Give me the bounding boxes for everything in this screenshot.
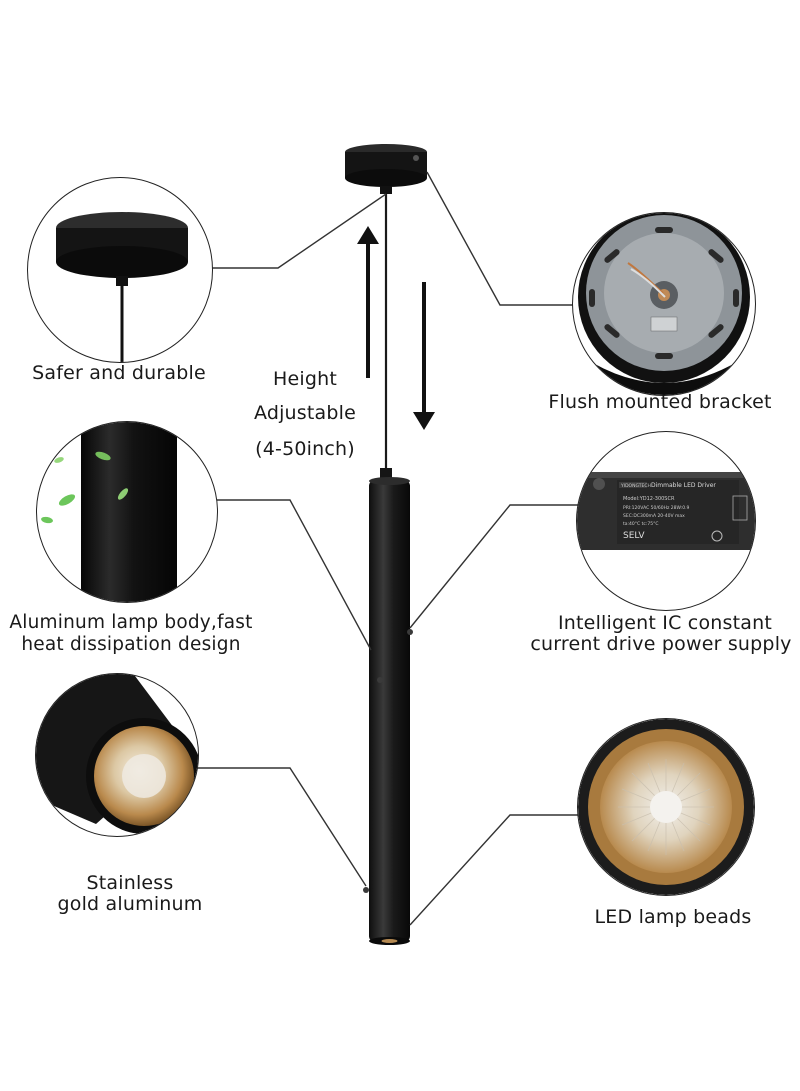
driver-title: Dimmable LED Driver [651, 482, 716, 489]
label-ic-line2: current drive power supply [530, 633, 792, 655]
driver-spec1: PRI:120VAC 50/60Hz 28W:0.9 [623, 505, 690, 511]
label-aluminum-line2: heat dissipation design [21, 634, 241, 655]
height-line1: Height [272, 368, 337, 390]
driver-spec2: SEC:DC300mA 20-40V max [623, 513, 685, 519]
canopy-closeup-image [56, 212, 188, 362]
connector-body-right [409, 504, 578, 629]
height-line3: (4-50inch) [255, 438, 355, 460]
gold-end-closeup-image [36, 674, 198, 834]
label-flush-bracket: Flush mounted bracket [548, 391, 772, 413]
height-arrows [357, 226, 435, 430]
label-led-beads: LED lamp beads [594, 906, 752, 928]
label-ic-line1: Intelligent IC constant [557, 612, 772, 634]
body-closeup-image [41, 422, 177, 602]
detail-led-circle [577, 718, 755, 896]
label-stainless-line2: gold aluminum [57, 893, 203, 915]
connector-bottom-right [409, 814, 578, 926]
driver-closeup-image: YIDONGTECH Dimmable LED Driver Model:YD1… [577, 472, 755, 550]
label-safer-durable: Safer and durable [32, 362, 206, 384]
connector-bottom-left [197, 767, 367, 887]
driver-selv: SELV [623, 531, 645, 541]
detail-bracket-circle [572, 212, 756, 396]
height-line2: Adjustable [253, 402, 357, 424]
connector-canopy-right [426, 171, 575, 306]
detail-gold-end-circle [35, 673, 199, 837]
led-closeup-image [578, 719, 754, 895]
label-aluminum-line1: Aluminum lamp body,fast [9, 612, 253, 633]
driver-spec3: ta:40°C tc:75°C [623, 521, 658, 527]
driver-model: Model:YD12-300SCR [623, 496, 675, 502]
label-stainless-line1: Stainless [86, 872, 174, 894]
pendant-tube [363, 468, 413, 945]
detail-driver-circle: YIDONGTECH Dimmable LED Driver Model:YD1… [576, 431, 756, 611]
connector-canopy-left [212, 193, 387, 269]
detail-body-circle [36, 421, 218, 603]
bracket-closeup-image [578, 213, 750, 395]
detail-canopy-circle [27, 177, 213, 363]
driver-brand: YIDONGTECH [620, 483, 651, 489]
connector-body-left [216, 499, 372, 651]
ceiling-canopy [345, 144, 427, 194]
